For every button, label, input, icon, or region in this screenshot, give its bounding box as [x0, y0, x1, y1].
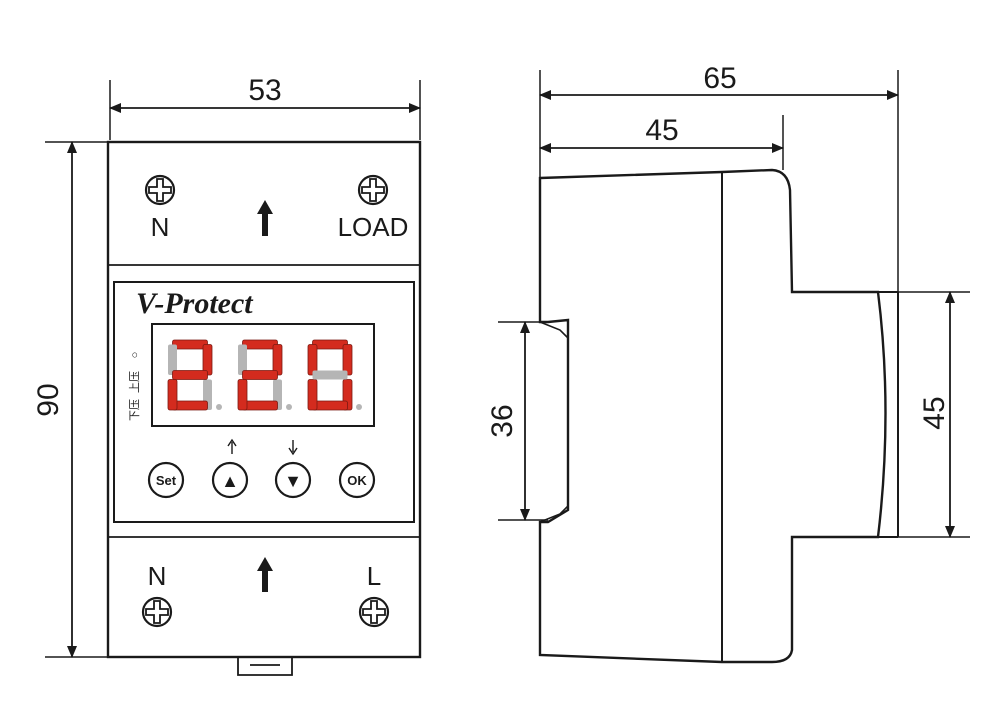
side-front-depth-dimension: 45: [539, 114, 784, 153]
down-button[interactable]: ▼: [274, 461, 312, 499]
display-segment: [172, 339, 208, 350]
display-segment: [312, 339, 348, 350]
side-total-depth-label: 65: [703, 62, 736, 95]
display-segment: [312, 370, 348, 380]
indicator-led: ○: [129, 352, 141, 359]
ok-button[interactable]: OK: [338, 461, 376, 499]
display-segment: [167, 379, 178, 411]
terminal-label-bottom-n: N: [148, 561, 167, 591]
brand-label: V-Protect: [136, 287, 254, 320]
display-decimal-point: [286, 404, 292, 410]
led-display: [151, 323, 375, 427]
display-decimal-point: [356, 404, 362, 410]
display-segment: [242, 400, 278, 411]
up-button-icon: ▲: [221, 471, 239, 491]
display-segment: [312, 400, 348, 411]
set-button-label: Set: [156, 473, 177, 488]
front-height-dimension: 90: [32, 141, 108, 658]
screw-terminal-icon: [357, 174, 389, 206]
down-button-icon: ▼: [284, 471, 302, 491]
screw-terminal-icon: [141, 596, 173, 628]
front-height-label: 90: [32, 383, 65, 416]
display-segment: [307, 344, 318, 376]
side-body-label: 45: [918, 396, 951, 429]
front-width-label: 53: [248, 74, 281, 107]
screw-terminal-icon: [144, 174, 176, 206]
display-segment: [238, 344, 247, 375]
front-view: 53 90 N LOAD V-Protect ○ 上压 下压: [32, 74, 422, 676]
side-body-dimension: 45: [898, 291, 970, 538]
down-hint-icon: [288, 440, 298, 456]
front-housing-outline: [106, 140, 422, 659]
terminal-label-top-n: N: [151, 212, 170, 242]
arrow-up-icon: [257, 557, 273, 592]
side-rail-dimension: 36: [486, 321, 548, 521]
display-segment: [242, 339, 278, 350]
display-segment: [172, 400, 208, 411]
screw-terminal-icon: [358, 596, 390, 628]
display-decimal-point: [216, 404, 222, 410]
side-indicators: ○ 上压 下压: [128, 352, 141, 421]
indicator-over-voltage: 上压: [128, 371, 141, 393]
display-segment: [242, 370, 278, 380]
display-segment: [342, 344, 353, 376]
display-segment: [172, 370, 208, 380]
control-panel: [113, 281, 415, 523]
terminal-label-load: LOAD: [338, 212, 409, 242]
set-button[interactable]: Set: [147, 461, 185, 499]
arrow-up-icon: [257, 200, 273, 236]
side-front-depth-label: 45: [645, 114, 678, 147]
display-segment: [307, 379, 318, 411]
side-view: 65 45 36 45: [486, 62, 970, 664]
side-rail-label: 36: [486, 404, 519, 437]
up-hint-icon: [227, 438, 237, 454]
indicator-under-voltage: 下压: [128, 399, 141, 421]
din-clip: [237, 657, 293, 676]
front-width-dimension: 53: [109, 74, 421, 140]
terminal-label-l: L: [367, 561, 381, 591]
display-segment: [237, 379, 248, 411]
seven-segment-digits: [167, 339, 362, 411]
side-total-depth-dimension: 65: [539, 62, 899, 100]
display-segment: [168, 344, 177, 375]
ok-button-label: OK: [347, 473, 367, 488]
up-button[interactable]: ▲: [211, 461, 249, 499]
side-body-outline: [538, 168, 887, 664]
